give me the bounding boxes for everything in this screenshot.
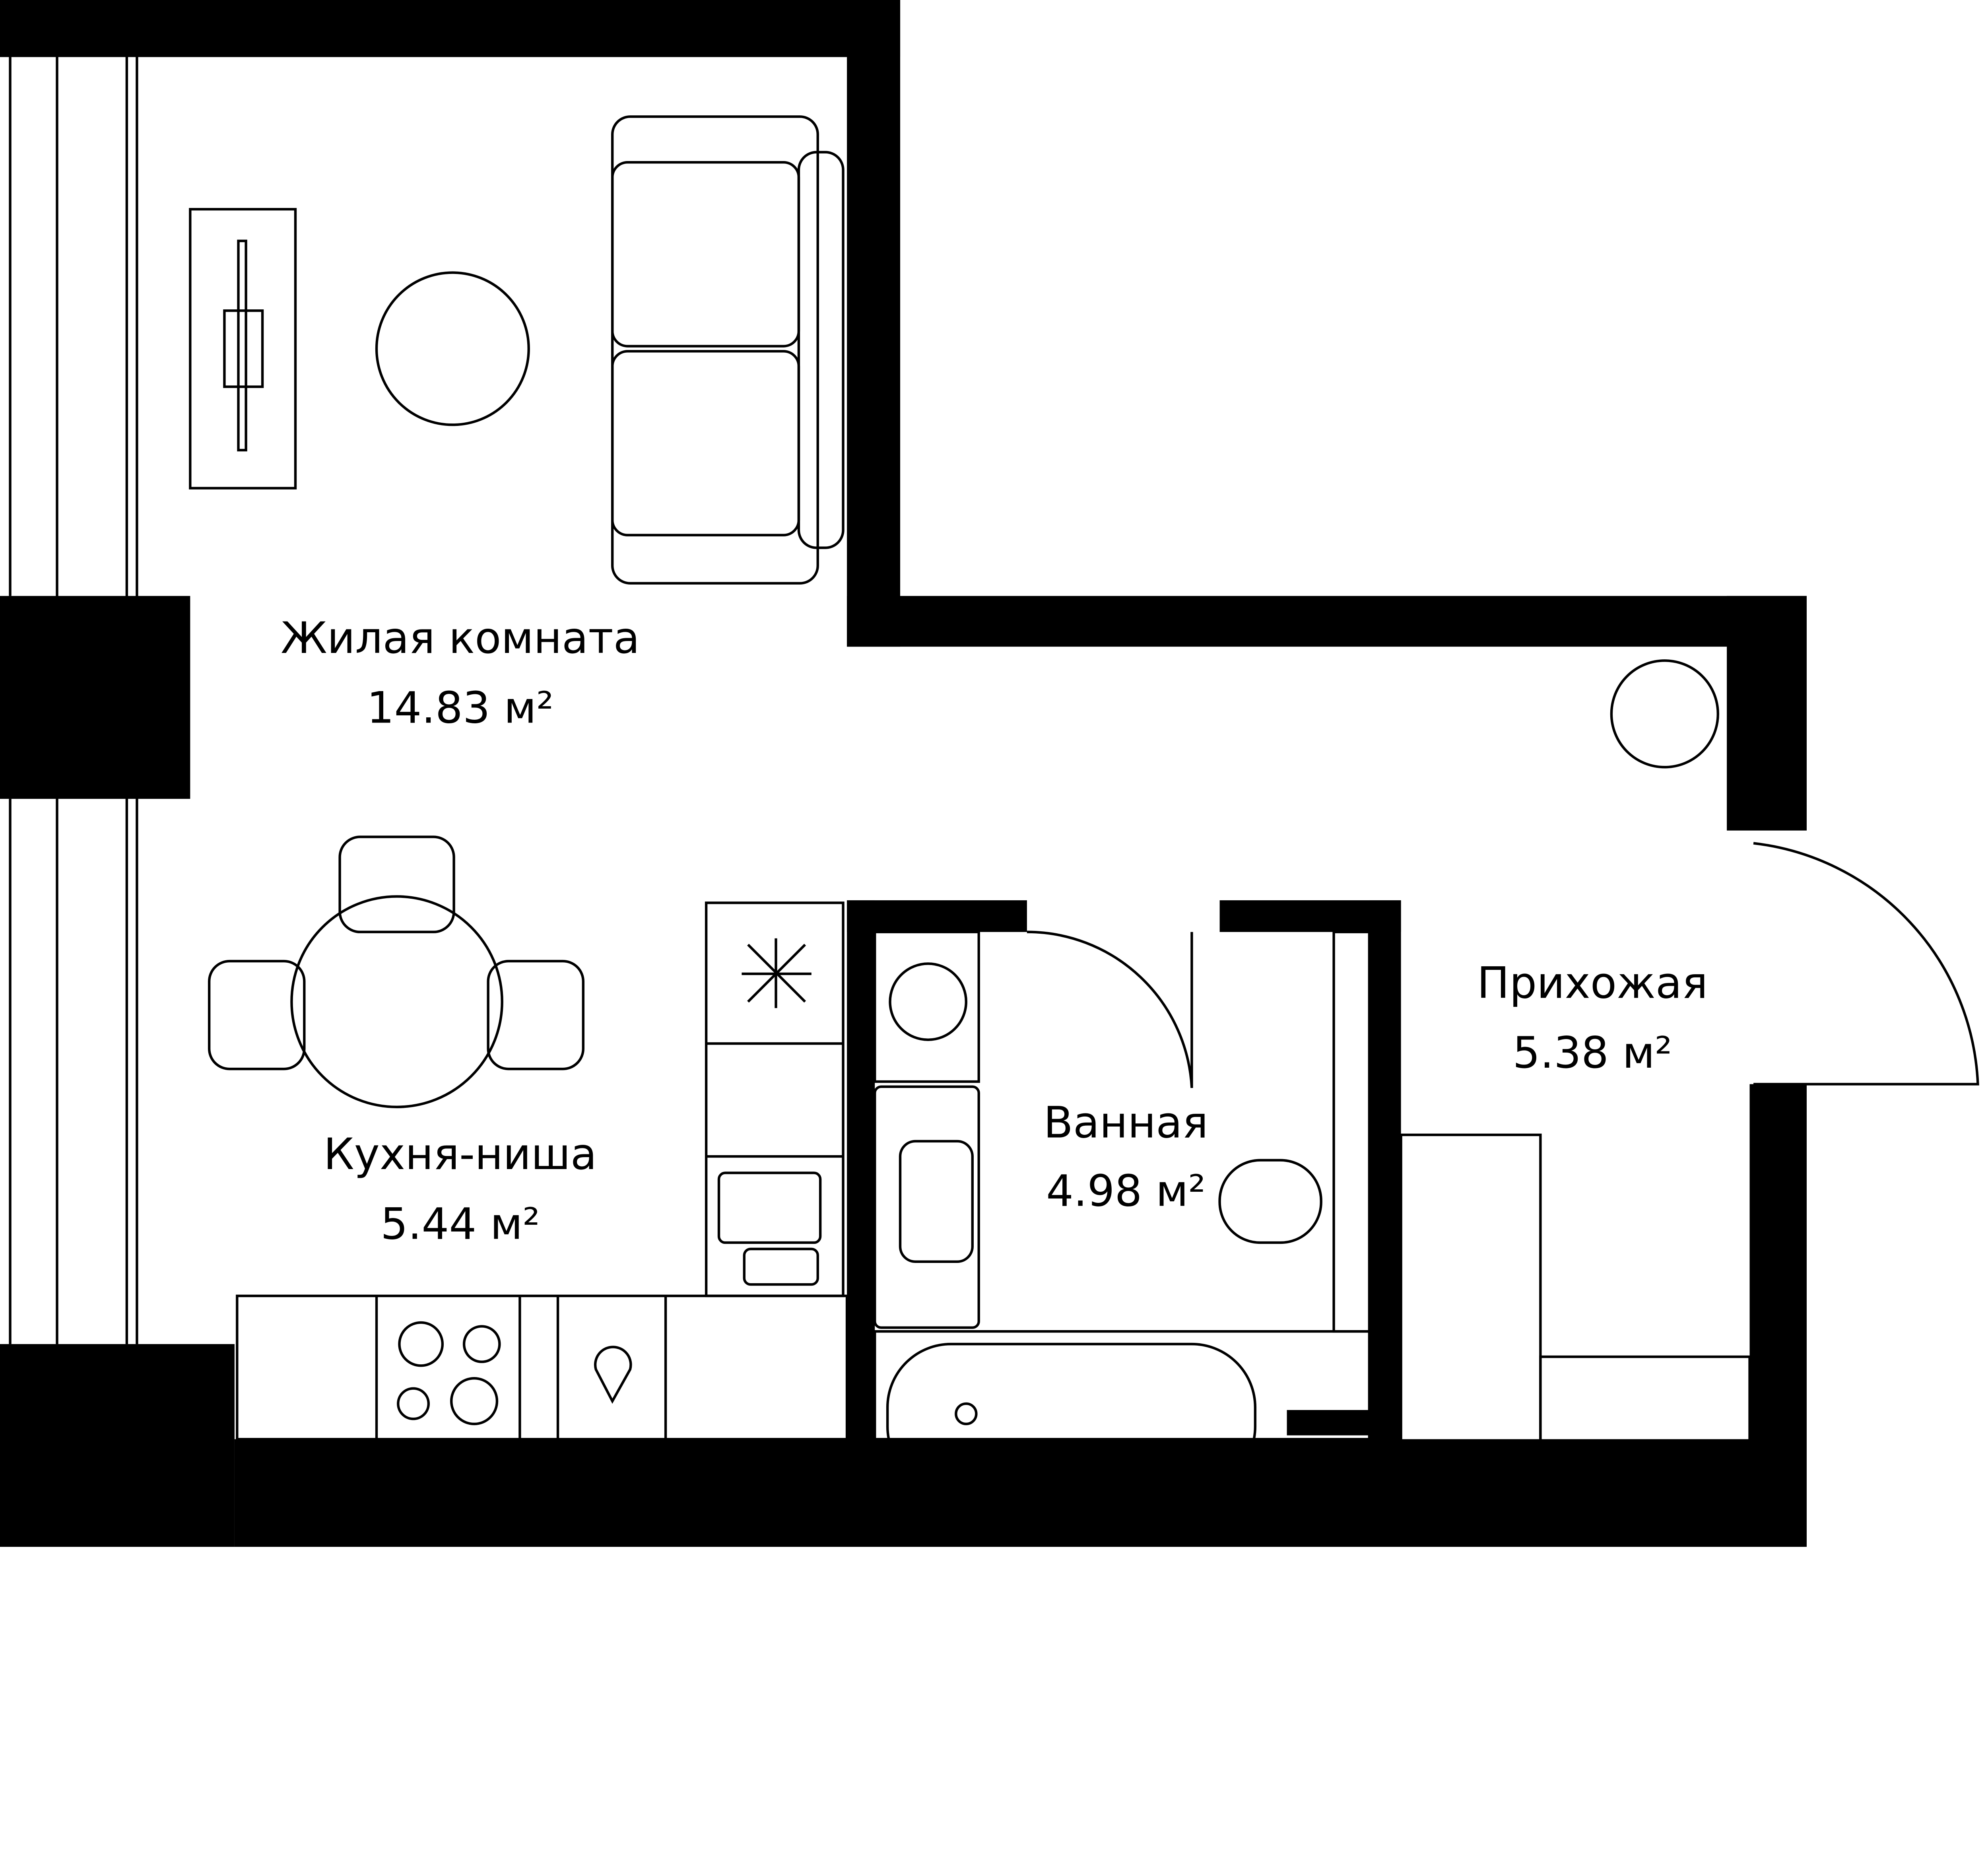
room-area-bath: 4.98 м² (1046, 1166, 1206, 1216)
room-labels: Жилая комната 14.83 м² Кухня-ниша 5.44 м… (281, 613, 1708, 1249)
room-area-hall: 5.38 м² (1513, 1028, 1672, 1078)
room-name-living: Жилая комната (281, 613, 640, 663)
floor-plan: Жилая комната 14.83 м² Кухня-ниша 5.44 м… (0, 0, 1979, 1547)
furniture-bath (874, 930, 1371, 1491)
room-name-hall: Прихожая (1477, 958, 1708, 1008)
furniture-kitchen (208, 835, 848, 1441)
room-area-kitchen: 5.44 м² (381, 1199, 540, 1249)
furniture-hall (1400, 659, 1979, 1498)
room-name-kitchen: Кухня-ниша (324, 1129, 597, 1179)
room-name-bath: Ванная (1044, 1097, 1208, 1148)
furniture-living (189, 115, 845, 585)
walls (0, 0, 1807, 1547)
windows (9, 57, 138, 1344)
room-area-living: 14.83 м² (367, 683, 554, 733)
